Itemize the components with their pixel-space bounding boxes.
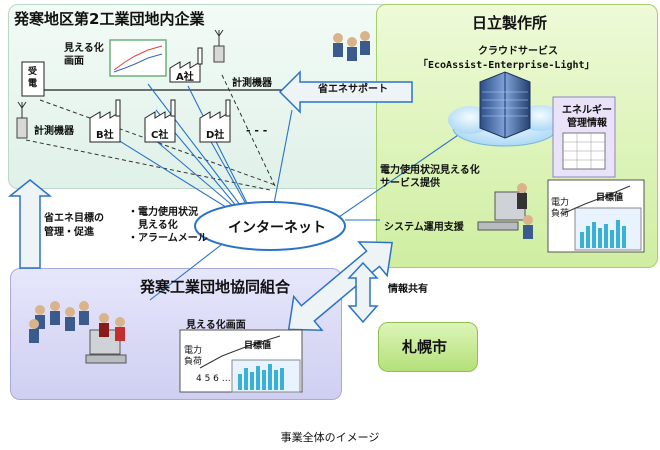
person-icon bbox=[29, 31, 533, 343]
more-companies: - - - bbox=[246, 124, 268, 137]
panel-title-hassamu: 発寒地区第2工業団地内企業 bbox=[14, 10, 205, 28]
mieruka-label: 見える化 画面 bbox=[64, 43, 104, 67]
company-b-label: B社 bbox=[96, 130, 114, 141]
internet-label: インターネット bbox=[228, 220, 326, 236]
building-icon bbox=[479, 71, 531, 139]
panel-title-cooperative: 発寒工業団地協同組合 bbox=[140, 278, 291, 296]
internet-ellipse bbox=[194, 201, 346, 251]
goal-arrow-up bbox=[7, 179, 53, 269]
chart-icon bbox=[109, 39, 167, 77]
cloud-service-name: 「EcoAssist-Enterprise-Light」 bbox=[418, 60, 595, 71]
company-c-label: C社 bbox=[151, 130, 169, 141]
energy-support-label: 省エネサポート bbox=[318, 84, 388, 95]
computer-icon bbox=[85, 191, 526, 364]
goal-management-label: 省エネ目標の 管理・促進 bbox=[44, 213, 104, 238]
info-share-label: 情報共有 bbox=[388, 284, 428, 295]
meter-label-left: 計測機器 bbox=[34, 126, 74, 137]
panel-title-sapporo: 札幌市 bbox=[402, 338, 448, 356]
figure-caption: 事業全体のイメージ bbox=[280, 431, 380, 444]
panel-sapporo bbox=[378, 322, 478, 372]
info-share-arrow-diagonal bbox=[287, 241, 394, 331]
mini-chart-right-ylabel: 電力 負荷 bbox=[551, 198, 570, 219]
mini-chart-bottom-target: 目標値 bbox=[244, 341, 272, 351]
mieruka-screen-label: 見える化画面 bbox=[186, 320, 246, 331]
mini-chart-bottom-xticks: 4 5 6 … bbox=[196, 374, 231, 384]
energy-support-arrow bbox=[278, 70, 413, 114]
mini-chart-right bbox=[547, 179, 645, 253]
mini-chart-bottom bbox=[179, 329, 303, 393]
info-share-arrow-vertical bbox=[347, 261, 379, 324]
company-a-label: A社 bbox=[176, 72, 194, 83]
meter-label-top: 計測機器 bbox=[232, 78, 272, 89]
cloud-service-label: クラウドサービス bbox=[478, 46, 558, 57]
factory-icon bbox=[89, 47, 231, 143]
panel-title-hitachi: 日立製作所 bbox=[472, 14, 548, 32]
mini-chart-right-target: 目標値 bbox=[596, 193, 624, 203]
services-list-label: ・電力使用状況 見える化 ・アラームメール bbox=[128, 207, 208, 244]
power-service-label: 電力使用状況見える化 サービス提供 bbox=[380, 165, 480, 189]
company-d-label: D社 bbox=[206, 130, 225, 141]
mini-chart-bottom-ylabel: 電力 負荷 bbox=[184, 346, 203, 367]
antenna-icon bbox=[17, 29, 224, 118]
juden-label: 受 電 bbox=[28, 67, 38, 89]
energy-info-label: エネルギー 管理情報 bbox=[562, 105, 612, 129]
system-support-label: システム運用支援 bbox=[384, 222, 464, 233]
document-icon bbox=[552, 96, 616, 178]
